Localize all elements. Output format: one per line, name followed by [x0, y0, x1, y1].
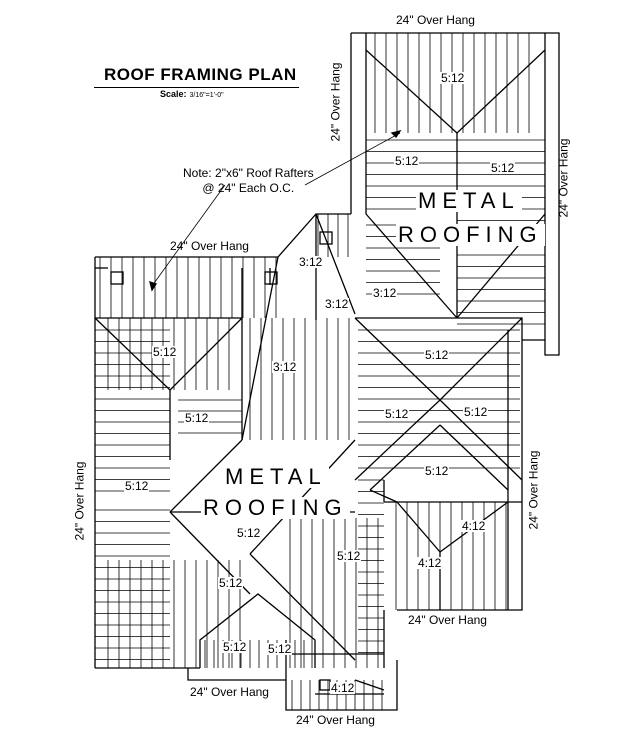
pitch-label: 5:12	[490, 161, 516, 175]
pitch-label: 5:12	[384, 407, 410, 421]
scale-value: 3/16"=1'-0"	[189, 92, 224, 99]
drawing-title: ROOF FRAMING PLAN	[104, 65, 297, 84]
drawing-scale: Scale:3/16"=1'-0"	[160, 89, 224, 100]
pitch-label: 5:12	[124, 479, 150, 493]
overhang-label-left-top: 24" Over Hang	[170, 239, 249, 253]
pitch-label: 5:12	[152, 345, 178, 359]
title-underline	[94, 87, 299, 88]
overhang-label-bottom: 24" Over Hang	[296, 713, 375, 727]
overhang-label-top: 24" Over Hang	[396, 13, 475, 27]
pitch-label: 5:12	[394, 154, 420, 168]
rafter-note: Note: 2"x6" Roof Rafters @ 24" Each O.C.	[183, 166, 314, 196]
pitch-label: 5:12	[440, 71, 466, 85]
pitch-label: 3:12	[324, 297, 350, 311]
metal-roofing-label-upper-word2: ROOFING	[396, 222, 545, 247]
rafter-note-line-2: @ 24" Each O.C.	[202, 181, 295, 195]
pitch-label: 5:12	[236, 526, 262, 540]
pitch-label: 5:12	[222, 640, 248, 654]
overhang-label-right-vertical: 24" Over Hang	[526, 450, 541, 530]
pitch-label: 5:12	[424, 348, 450, 362]
metal-roofing-label-lower-word2: ROOFING	[201, 495, 350, 520]
pitch-label: 5:12	[336, 549, 362, 563]
overhang-label-left-vertical: 24" Over Hang	[72, 461, 87, 541]
scale-label: Scale:	[160, 89, 187, 99]
pitch-label: 3:12	[372, 286, 398, 300]
overhang-label-upper-left-vertical: 24" Over Hang	[328, 62, 343, 142]
overhang-label-bottom-left: 24" Over Hang	[190, 685, 269, 699]
pitch-label: 5:12	[184, 411, 210, 425]
metal-roofing-label-upper-word1: METAL	[416, 188, 522, 213]
pitch-label: 5:12	[267, 642, 293, 656]
metal-roofing-label-lower-word1: METAL	[223, 464, 329, 489]
overhang-label-upper-right-vertical: 24" Over Hang	[556, 138, 571, 218]
pitch-label: 5:12	[424, 464, 450, 478]
pitch-label: 3:12	[298, 255, 324, 269]
pitch-label: 5:12	[463, 405, 489, 419]
rafter-lines	[95, 33, 545, 710]
rafter-note-line-1: Note: 2"x6" Roof Rafters	[183, 166, 314, 180]
pitch-label: 4:12	[330, 681, 356, 695]
pitch-label: 3:12	[272, 360, 298, 374]
overhang-label-right-bottom: 24" Over Hang	[408, 613, 487, 627]
pitch-label: 4:12	[417, 556, 443, 570]
pitch-label: 5:12	[218, 576, 244, 590]
pitch-label: 4:12	[461, 519, 487, 533]
